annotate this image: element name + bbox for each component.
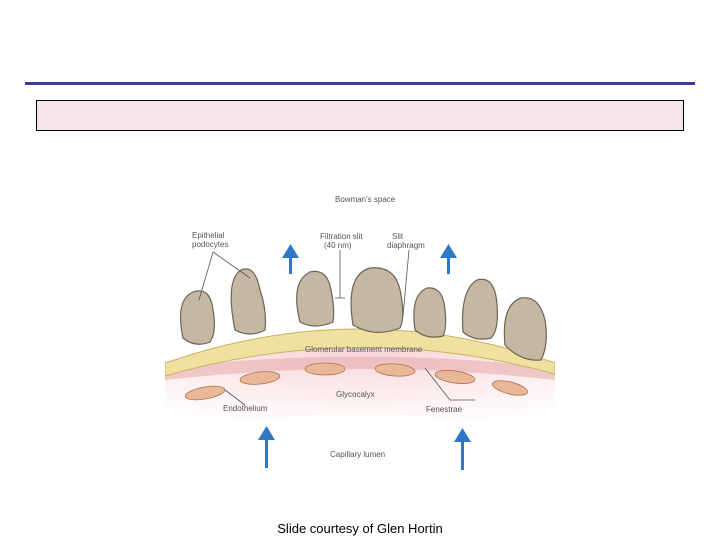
leader-lines xyxy=(198,249,475,406)
endothelium-label: Endothelium xyxy=(223,404,268,413)
slit-diaphragm-label-line2: diaphragm xyxy=(387,241,425,250)
slide-title-box xyxy=(36,100,684,131)
title-underline-rule xyxy=(25,82,695,85)
filtration-slit-label-line2: (40 nm) xyxy=(324,241,352,250)
capillary-lumen-label: Capillary lumen xyxy=(330,450,385,459)
slide-caption: Slide courtesy of Glen Hortin xyxy=(277,521,443,536)
glomerular-basement-membrane xyxy=(165,328,555,377)
endothelial-cells xyxy=(184,362,528,401)
podocytes xyxy=(180,267,547,361)
endothelial-layer xyxy=(165,356,555,380)
epithelial-label-line1: Epithelial xyxy=(192,231,225,240)
gbm-label: Glomerular basement membrane xyxy=(305,345,423,354)
filtration-arrows xyxy=(258,244,471,470)
epithelial-label-line2: podocytes xyxy=(192,240,228,249)
capillary-lumen-region xyxy=(165,333,555,430)
filtration-slit-label-line1: Filtration slit xyxy=(320,232,363,241)
fenestrae-label: Fenestrae xyxy=(426,405,463,414)
glycocalyx-label: Glycocalyx xyxy=(336,390,375,399)
bowmans-space-label: Bowman's space xyxy=(335,195,396,204)
glomerular-filtration-diagram: Bowman's space Epithelial podocytes Filt… xyxy=(165,195,555,470)
slit-diaphragm-label-line1: Slit xyxy=(392,232,404,241)
